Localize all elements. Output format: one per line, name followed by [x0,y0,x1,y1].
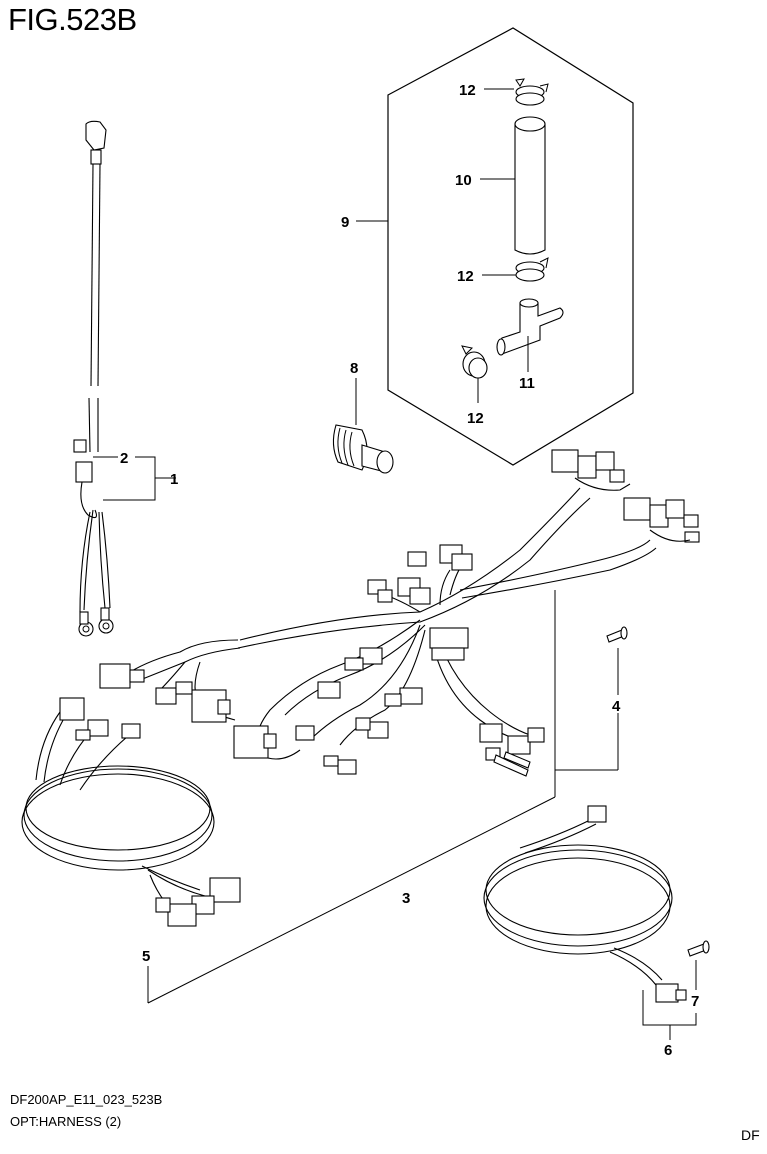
callout-3: 3 [402,890,410,907]
drawing-name: OPT:HARNESS (2) [10,1114,122,1129]
callout-6: 6 [664,1042,672,1059]
callout-2: 2 [120,450,128,467]
figure-title: FIG.523B [8,2,137,37]
clamp-12-top [515,78,549,106]
screw-7 [687,940,710,957]
callout-10: 10 [455,172,472,189]
callout-12-top: 12 [459,82,476,99]
callout-5: 5 [142,948,150,965]
callout-1: 1 [170,471,178,488]
grommet-8 [332,424,394,474]
callout-8: 8 [350,360,358,377]
kit-9-outline [387,27,634,466]
callout-7: 7 [691,993,699,1010]
clamp-12-middle [515,257,549,282]
callout-11: 11 [519,375,535,392]
callout-12-lower: 12 [467,410,484,427]
main-harness-3 [99,449,700,777]
clamp-12-lower [461,345,488,379]
hose-10 [514,116,546,255]
callout-12-middle: 12 [457,268,474,285]
callout-9: 9 [341,214,349,231]
t-joint-11 [496,298,564,356]
drawing-code: DF200AP_E11_023_523B [10,1092,163,1107]
battery-cable-1 [73,120,114,637]
callout-4: 4 [612,698,621,715]
screw-4 [606,626,628,643]
cable-6 [483,805,687,1003]
extension-harness-5 [21,697,241,927]
corner-mark: DF [741,1127,760,1143]
